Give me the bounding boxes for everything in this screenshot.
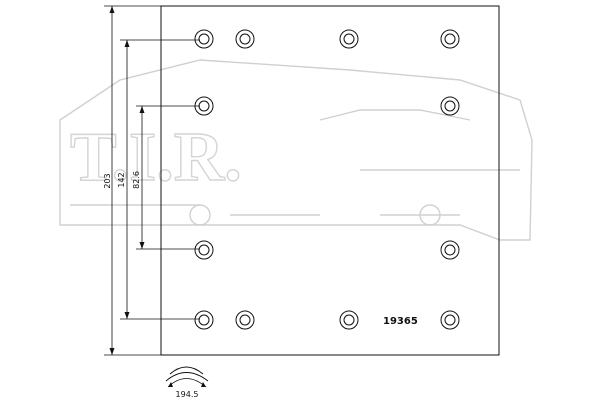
rivet-hole xyxy=(339,310,359,330)
watermark-logo: T.I.R. xyxy=(59,59,533,241)
rivet-hole xyxy=(440,29,460,49)
rivet-hole xyxy=(194,29,214,49)
rivet-hole xyxy=(440,310,460,330)
outer-hole-span-dimension: 142 xyxy=(117,39,200,320)
rivet-holes xyxy=(194,29,460,330)
lining-outline xyxy=(160,5,500,356)
watermark-text: T.I.R. xyxy=(70,119,242,196)
part-code: 19365 xyxy=(383,316,418,327)
rivet-hole xyxy=(194,240,214,260)
overall-height-dimension: 203 xyxy=(103,5,161,356)
rivet-hole xyxy=(339,29,359,49)
rivet-hole xyxy=(235,29,255,49)
rivet-hole xyxy=(235,310,255,330)
rivet-hole xyxy=(194,310,214,330)
width-indicator: 194.5 xyxy=(165,366,209,399)
width-label: 194.5 xyxy=(176,390,199,399)
inner-hole-span-label: 82.6 xyxy=(132,171,141,189)
rivet-hole xyxy=(194,96,214,116)
inner-hole-span-dimension: 82.6 xyxy=(132,105,200,250)
rivet-hole xyxy=(440,96,460,116)
outer-hole-span-label: 142 xyxy=(117,172,126,187)
rivet-hole xyxy=(440,240,460,260)
overall-height-label: 203 xyxy=(103,173,112,188)
